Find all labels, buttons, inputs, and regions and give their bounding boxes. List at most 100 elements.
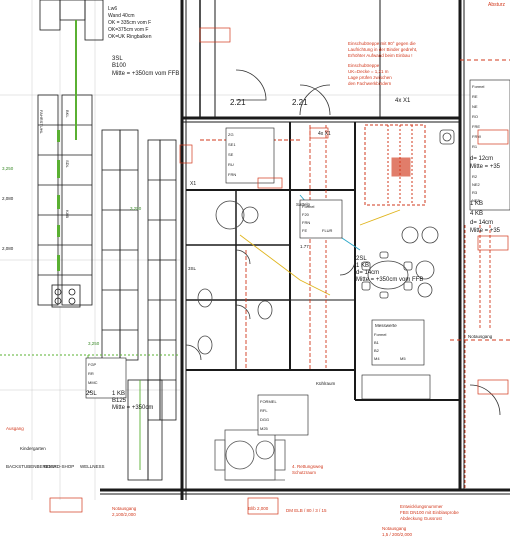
- red-note-7: den Fachwerkbindern: [348, 81, 392, 86]
- ventilation-ducts: [57, 20, 77, 271]
- table-e-row: F20: [302, 212, 310, 217]
- table-d-row: FORMEL: [260, 399, 277, 404]
- left-column-block: [37, 0, 104, 308]
- bottom-right-small: 1,5 / 200/2,000: [382, 532, 413, 537]
- table-f-row: M: [88, 389, 91, 394]
- table-e-row: FRN: [302, 220, 310, 225]
- left-mid-brand: 2SL: [86, 391, 97, 397]
- spec-line-3: OK = 335cm vom F: [108, 20, 151, 26]
- bottom-center-red: Bl/b 2,000: [248, 506, 269, 511]
- kindergarten-label: Kindergarten: [20, 446, 46, 451]
- stair-outline: [364, 124, 426, 206]
- green-dim-3: 3,250: [130, 206, 142, 211]
- sector-backstube: BACKSTUBENBEREICH: [6, 464, 57, 469]
- table-a-row: SE1: [228, 142, 236, 147]
- table-c-row: M5: [400, 356, 406, 361]
- dim-4x: 4x X1: [395, 98, 411, 104]
- table-e-row: FLUR: [322, 228, 333, 233]
- spec-line-2: Wand 40cm: [108, 13, 135, 19]
- table-a-row: ZG: [228, 132, 234, 137]
- labels: Lw6 Wand 40cm OK = 335cm vom F OK=375cm …: [2, 2, 505, 537]
- dim-223: 2.21: [292, 98, 308, 107]
- table-a-row: SE: [228, 152, 234, 157]
- left-table-row: KAB: [65, 210, 70, 218]
- ax-left-2: 2,080: [2, 246, 14, 251]
- green-dim-1: 3,250: [2, 166, 14, 171]
- table-b-row: R2: [472, 174, 478, 179]
- service-lines: [0, 59, 510, 490]
- red-note-5: UK=Decke = 1,21 m: [348, 69, 389, 74]
- center-red-box: Sattelp: [296, 202, 311, 207]
- left-mid-size: B125: [112, 398, 127, 404]
- red-markers: [49, 27, 509, 515]
- bottom-right-red-4: Notausgang: [382, 526, 407, 531]
- center-4x: 4x X1: [318, 131, 331, 137]
- right-mitte-2: Mitte = +35: [470, 228, 501, 234]
- table-d-row: RFL: [260, 408, 268, 413]
- center-d: d= 14cm: [356, 270, 379, 276]
- service-shafts: [101, 129, 177, 481]
- center-mitte: Mitte = +350cm vom FFB: [356, 277, 423, 283]
- mid-small-1: 4. Rettungsweg: [292, 464, 324, 469]
- brand-label: 3SL: [112, 56, 123, 62]
- table-b-row: FRW: [472, 134, 481, 139]
- table-a-row: RU: [228, 162, 234, 167]
- right-mitte-1: Mitte = +35: [470, 164, 501, 170]
- table-rows-d: FORMEL RFL DGG M25: [260, 399, 277, 431]
- table-a-row: FRN: [228, 172, 236, 177]
- dim-221: 2.21: [230, 98, 246, 107]
- table-d-row: M25: [260, 426, 269, 431]
- table-rows-e: Formel F20 FRN FE FLUR: [302, 204, 333, 233]
- table-e-row: FE: [302, 228, 307, 233]
- left-mid-x1: X1: [190, 181, 196, 187]
- center-2sl: 2SL: [356, 256, 367, 262]
- right-notausgang: Notausgang: [468, 334, 493, 339]
- spec-line-4: OK=375cm vom F: [108, 27, 148, 33]
- table-b-row: NE: [472, 104, 478, 109]
- green-dim-2: 3,250: [88, 341, 100, 346]
- table-f-row: MMC: [88, 380, 98, 385]
- spec-line-1: Lw6: [108, 6, 117, 12]
- left-mid-mitte: Mitte = +350cm: [112, 405, 153, 411]
- table-rows-a: ZG SE1 SE RU FRN: [228, 132, 236, 177]
- main-walls: [100, 0, 510, 500]
- table-c-row: M4: [374, 356, 380, 361]
- table-f-row: RR: [88, 371, 94, 376]
- mitte-left: Mitte = +350cm vom FFB: [112, 71, 179, 77]
- dims-line: 1.77: [300, 244, 309, 249]
- kb-1: 1 KB: [470, 201, 483, 207]
- table-b-row: RE: [472, 94, 478, 99]
- left-table-row: FAHRSTUHL: [39, 110, 44, 135]
- red-note-1: Einschubtreppe mit 90° gegen die: [348, 41, 416, 46]
- table-b-row: RO: [472, 114, 478, 119]
- furniture: [197, 129, 455, 355]
- small-top-center: 3SL: [188, 266, 197, 271]
- table-rows-c: Formel B1 B2 M4 M5: [374, 332, 406, 361]
- ax-left-1: 2,080: [2, 196, 14, 201]
- kuehlraum-label: Kühlraum: [316, 381, 336, 386]
- table-b-row: R3: [472, 190, 478, 195]
- spec-line-5: OK=UK Ringbalken: [108, 34, 152, 40]
- center-kb: 1 KB: [356, 263, 369, 269]
- bottom-left-red: Ausgang: [6, 426, 24, 431]
- bottom-right-red-1: Entwicklungsnummer: [400, 504, 443, 509]
- table-b-row: NE3: [472, 198, 481, 203]
- table-rows-f: FGP RR MMC M: [88, 362, 98, 394]
- machinery: [214, 429, 286, 481]
- table-title: Messwerte: [375, 323, 397, 328]
- grid-lines: [0, 0, 510, 500]
- sector-wellness: WELLNESS: [80, 464, 105, 469]
- left-table-rows: FAHRSTUHL BKL SDL KAB: [39, 110, 70, 218]
- table-b-row: R1: [472, 144, 478, 149]
- left-mid-kb: 1 KB: [112, 391, 125, 397]
- sector-board-shop: BOARD-SHOP: [44, 464, 74, 469]
- red-note-6: Lage prüfen zwischen: [348, 75, 392, 80]
- brand-size: B100: [112, 63, 127, 69]
- bottom-mid-red-2: 2,100/2,000: [112, 512, 136, 517]
- right-size-2: d= 14cm: [470, 220, 493, 226]
- table-c-row: Formel: [374, 332, 387, 337]
- table-c-row: B2: [374, 348, 380, 353]
- bottom-right-red-2: FBS DN100 mit Einblasprobe: [400, 510, 459, 515]
- right-size-1: d= 12cm: [470, 156, 493, 162]
- red-note-2: Laufrichtung in der Binder gedreht,: [348, 47, 417, 52]
